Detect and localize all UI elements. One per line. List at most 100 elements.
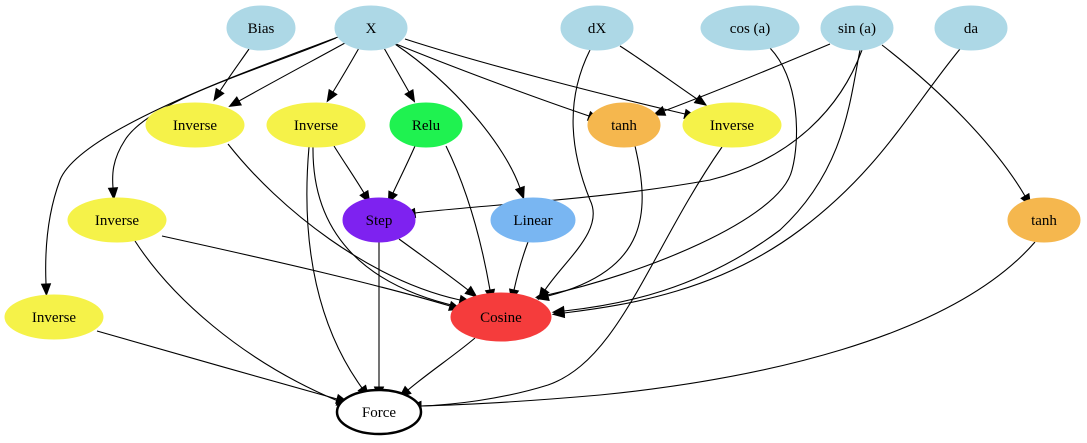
node-label: Inverse [173, 118, 217, 134]
arrowhead [693, 94, 708, 106]
edge-cosine-force [398, 337, 476, 398]
edge-line [619, 45, 698, 100]
edge-line [332, 47, 360, 93]
node-label: dX [588, 21, 607, 37]
edge-x-inv5 [40, 36, 339, 297]
node-dx: dX [560, 5, 634, 51]
edge-x-inv1 [228, 42, 346, 108]
node-shape [1007, 197, 1081, 243]
edge-inv5-force [96, 330, 349, 404]
edge-line [134, 240, 339, 402]
node-shape [490, 197, 576, 243]
node-label: Step [366, 213, 393, 229]
node-relu: Relu [389, 102, 463, 148]
node-label: Cosine [480, 310, 522, 326]
node-label: cos (a) [730, 21, 770, 37]
node-label: X [366, 21, 377, 37]
node-shape [4, 294, 104, 340]
node-shape [67, 197, 167, 243]
edge-line [398, 238, 469, 291]
node-shape [335, 388, 423, 436]
edge-inv2-step [333, 145, 371, 204]
node-label: da [964, 21, 979, 37]
node-shape [820, 5, 894, 51]
edge-line [513, 241, 529, 291]
edge-relu-cosine [445, 145, 496, 303]
node-tanh2: tanh [1007, 197, 1081, 243]
node-shape [389, 102, 463, 148]
edge-line [112, 37, 337, 189]
arrowhead [514, 185, 525, 200]
node-shape [560, 5, 634, 51]
edge-line [663, 43, 831, 112]
edge-line [45, 36, 339, 285]
edge-linear-cosine [508, 241, 529, 303]
edge-bias-inv1 [213, 48, 250, 102]
node-shape [266, 102, 366, 148]
node-label: Linear [513, 213, 552, 229]
edge-line [404, 38, 686, 115]
edge-line [563, 49, 861, 312]
node-inv3: Inverse [682, 102, 782, 148]
edge-line [420, 241, 1036, 407]
edge-line [546, 47, 798, 296]
edge-relu-step [387, 145, 416, 205]
arrowhead [228, 96, 243, 108]
node-inv2: Inverse [266, 102, 366, 148]
edge-x-inv2 [326, 47, 360, 103]
edge-line [227, 143, 461, 301]
edge-x-inv4 [107, 37, 337, 201]
edge-line [547, 145, 643, 297]
edge-line [238, 42, 346, 102]
edge-inv3-force [408, 146, 723, 412]
edge-line [414, 49, 863, 214]
edge-sina-tanh2 [881, 44, 1032, 207]
node-label: tanh [611, 118, 637, 134]
node-shape [700, 5, 800, 51]
edge-line [383, 47, 410, 93]
arrowhead [464, 285, 478, 298]
arrowhead [213, 87, 225, 102]
node-label: Inverse [32, 310, 76, 326]
node-label: Relu [412, 118, 441, 134]
node-label: Inverse [294, 118, 338, 134]
edge-inv4-force [134, 240, 350, 406]
node-linear: Linear [490, 197, 576, 243]
node-x: X [334, 5, 408, 51]
node-inv4: Inverse [67, 197, 167, 243]
edge-cosa-cosine [534, 47, 798, 301]
edge-line [563, 48, 961, 314]
node-label: sin (a) [838, 21, 876, 37]
edge-line [445, 145, 491, 291]
edge-line [394, 43, 521, 189]
node-inv1: Inverse [145, 102, 245, 148]
edge-x-linear [394, 43, 525, 200]
node-label: Inverse [710, 118, 754, 134]
edge-line [544, 49, 594, 291]
edge-x-inv3 [404, 38, 697, 119]
edge-line [96, 330, 338, 400]
arrowhead [536, 290, 550, 301]
node-shape [934, 5, 1008, 51]
node-shape [145, 102, 245, 148]
arrowhead [40, 283, 52, 297]
node-label: tanh [1031, 213, 1057, 229]
edge-line [161, 235, 451, 307]
node-shape [587, 102, 661, 148]
edge-inv4-cosine [161, 235, 462, 311]
node-label: Bias [248, 21, 275, 37]
edge-dx-cosine [538, 49, 594, 301]
edge-x-relu [383, 47, 416, 103]
node-step: Step [342, 197, 416, 243]
node-label: Force [362, 405, 396, 421]
edge-line [881, 44, 1026, 197]
arrowhead [404, 88, 416, 103]
edge-tanh1-cosine [536, 145, 643, 301]
edge-line [333, 145, 365, 194]
node-cosine: Cosine [450, 292, 552, 342]
edge-line [312, 146, 461, 308]
edge-step-force [373, 241, 385, 400]
arrowhead [107, 187, 119, 201]
